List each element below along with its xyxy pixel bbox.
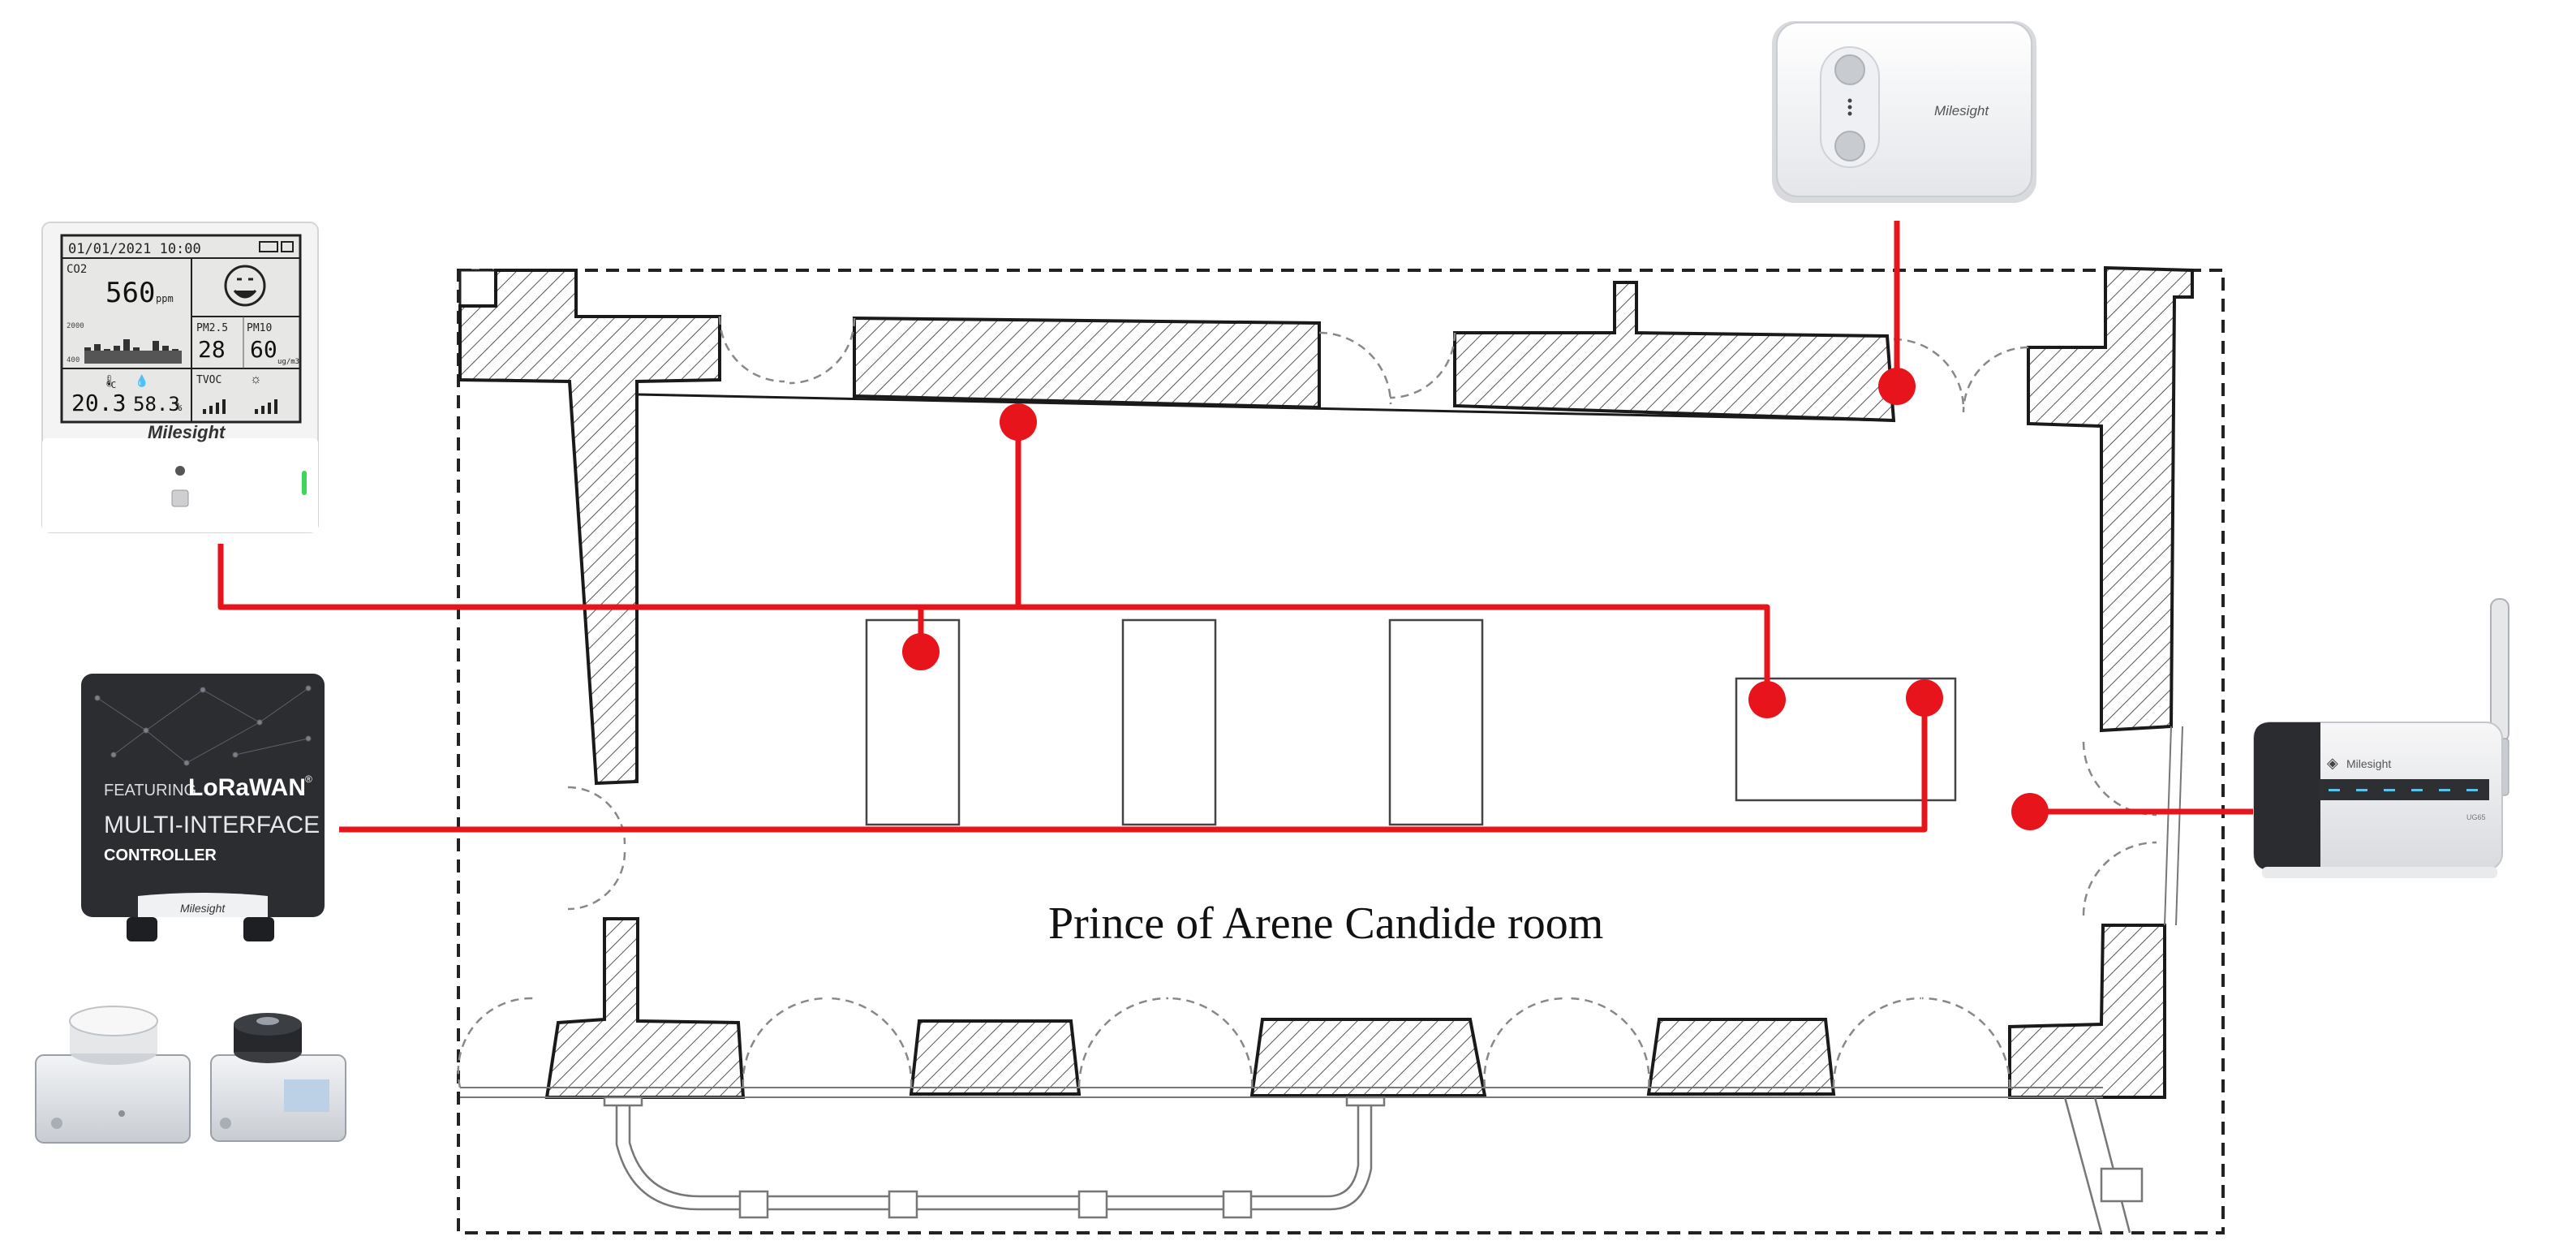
wall-bottom-left	[544, 917, 746, 1099]
temperature-unit: °C	[105, 380, 116, 390]
pm25-value: 28	[198, 336, 226, 363]
inner-wall-line-left	[495, 378, 570, 383]
indoor-ambience-sensor: 01/01/2021 10:00 CO2 560 ppm 2000 400 PM…	[41, 222, 319, 533]
wall-top-left	[458, 269, 721, 786]
status-led	[302, 471, 307, 495]
wall-top-segment-1	[853, 316, 1321, 410]
gateway-led-row	[2329, 789, 2478, 791]
controller-trademark: ®	[305, 773, 312, 785]
pir-lens-bottom-icon	[1834, 131, 1865, 162]
wall-presence-sensor: Milesight	[1772, 21, 2036, 203]
sensor-date-time: 01/01/2021 10:00	[68, 241, 201, 257]
line-controller	[339, 698, 1928, 833]
sensor-node-case-left	[1748, 681, 1786, 718]
sensor-light-indicator	[175, 466, 185, 476]
tvoc-label: TVOC	[196, 374, 221, 386]
co2-history-bars	[84, 339, 182, 364]
display-case	[1735, 677, 1957, 802]
sensor-node-wall	[1878, 368, 1916, 405]
battery-icon	[259, 241, 278, 252]
chart-min-label: 400	[67, 356, 80, 364]
lorawan-gateway: ◈ Milesight UG65	[2253, 598, 2509, 878]
sensor-node-panel	[902, 633, 940, 670]
co2-label: CO2	[67, 263, 87, 276]
room-label: Prince of Arene Candide room	[1048, 898, 1603, 949]
wall-bottom-pier-2	[1249, 1018, 1487, 1097]
wall-sensor-brand: Milesight	[1934, 103, 1989, 118]
door-arcs-bottom	[457, 997, 2011, 1088]
light-icon: ☼	[250, 373, 262, 386]
humidity-unit: %	[175, 401, 183, 414]
wall-right	[2027, 265, 2194, 733]
antenna	[2490, 598, 2509, 743]
co2-unit: ppm	[156, 293, 174, 304]
tvoc-level-bars	[203, 399, 277, 414]
probe-black-cap	[210, 1013, 346, 1142]
network-lines	[217, 221, 2254, 833]
controller-featuring: FEATURING	[104, 782, 196, 799]
controller-brand: Milesight	[180, 902, 226, 915]
gateway-logo-icon: ◈	[2327, 755, 2338, 771]
line-indoor-sensor-bus	[217, 544, 1770, 698]
wall-bottom-pier-3	[1646, 1018, 1836, 1096]
sensor-button	[171, 489, 189, 507]
external-sensor-probes	[35, 1006, 346, 1144]
probe-white-cap	[35, 1006, 191, 1144]
sensor-node-top	[1000, 403, 1037, 441]
door-arcs-left	[567, 786, 626, 911]
display-panel-2	[1121, 618, 1217, 826]
co2-value: 560	[105, 277, 155, 309]
wall-top-segment-2	[1453, 281, 1896, 423]
temperature-value: 20.3	[71, 390, 126, 416]
pm25-label: PM2.5	[196, 322, 228, 334]
floor-plan: Prince of Arene Candide room	[457, 265, 2225, 1234]
door-arcs-top	[718, 316, 2029, 413]
smiley-face-icon	[224, 265, 266, 307]
network-nodes	[902, 368, 2049, 830]
pm10-label: PM10	[247, 322, 272, 334]
mesh-pattern	[94, 685, 312, 766]
wall-bottom-pier-1	[909, 1019, 1082, 1096]
controller-lorawan: LoRaWAN	[188, 774, 306, 801]
door-arcs-right	[2082, 741, 2157, 916]
sensor-node-case-right	[1906, 679, 1943, 717]
outer-line-right	[2164, 726, 2172, 926]
humidity-icon: 💧	[135, 374, 148, 388]
controller-line2: CONTROLLER	[104, 847, 217, 864]
signal-icon	[281, 241, 294, 252]
corner-pillar	[458, 269, 497, 308]
pm-unit: ug/m3	[277, 358, 299, 366]
gateway-brand: Milesight	[2346, 757, 2391, 770]
thermometer-icon: 🌡	[102, 374, 117, 387]
humidity-value: 58.3	[133, 393, 180, 416]
display-panel-1	[865, 618, 961, 826]
display-panel-3	[1388, 618, 1484, 826]
controller-line1: MULTI-INTERFACE	[104, 812, 320, 838]
chart-max-label: 2000	[67, 322, 84, 330]
wall-bottom-right	[2008, 924, 2166, 1099]
sensor-node-gateway	[2011, 793, 2049, 830]
indoor-sensor-brand: Milesight	[148, 422, 226, 442]
outer-line-right-2	[2175, 726, 2183, 926]
inner-wall-line-top	[636, 393, 1894, 422]
duct-system	[603, 1096, 2144, 1234]
gateway-model: UG65	[2466, 813, 2486, 821]
lorawan-controller: FEATURING LoRaWAN ® MULTI-INTERFACE CONT…	[81, 674, 325, 941]
pir-lens-top-icon	[1834, 54, 1865, 85]
pm10-value: 60	[250, 336, 277, 363]
room-boundary	[457, 269, 2225, 1234]
sensor-screen	[60, 234, 302, 424]
